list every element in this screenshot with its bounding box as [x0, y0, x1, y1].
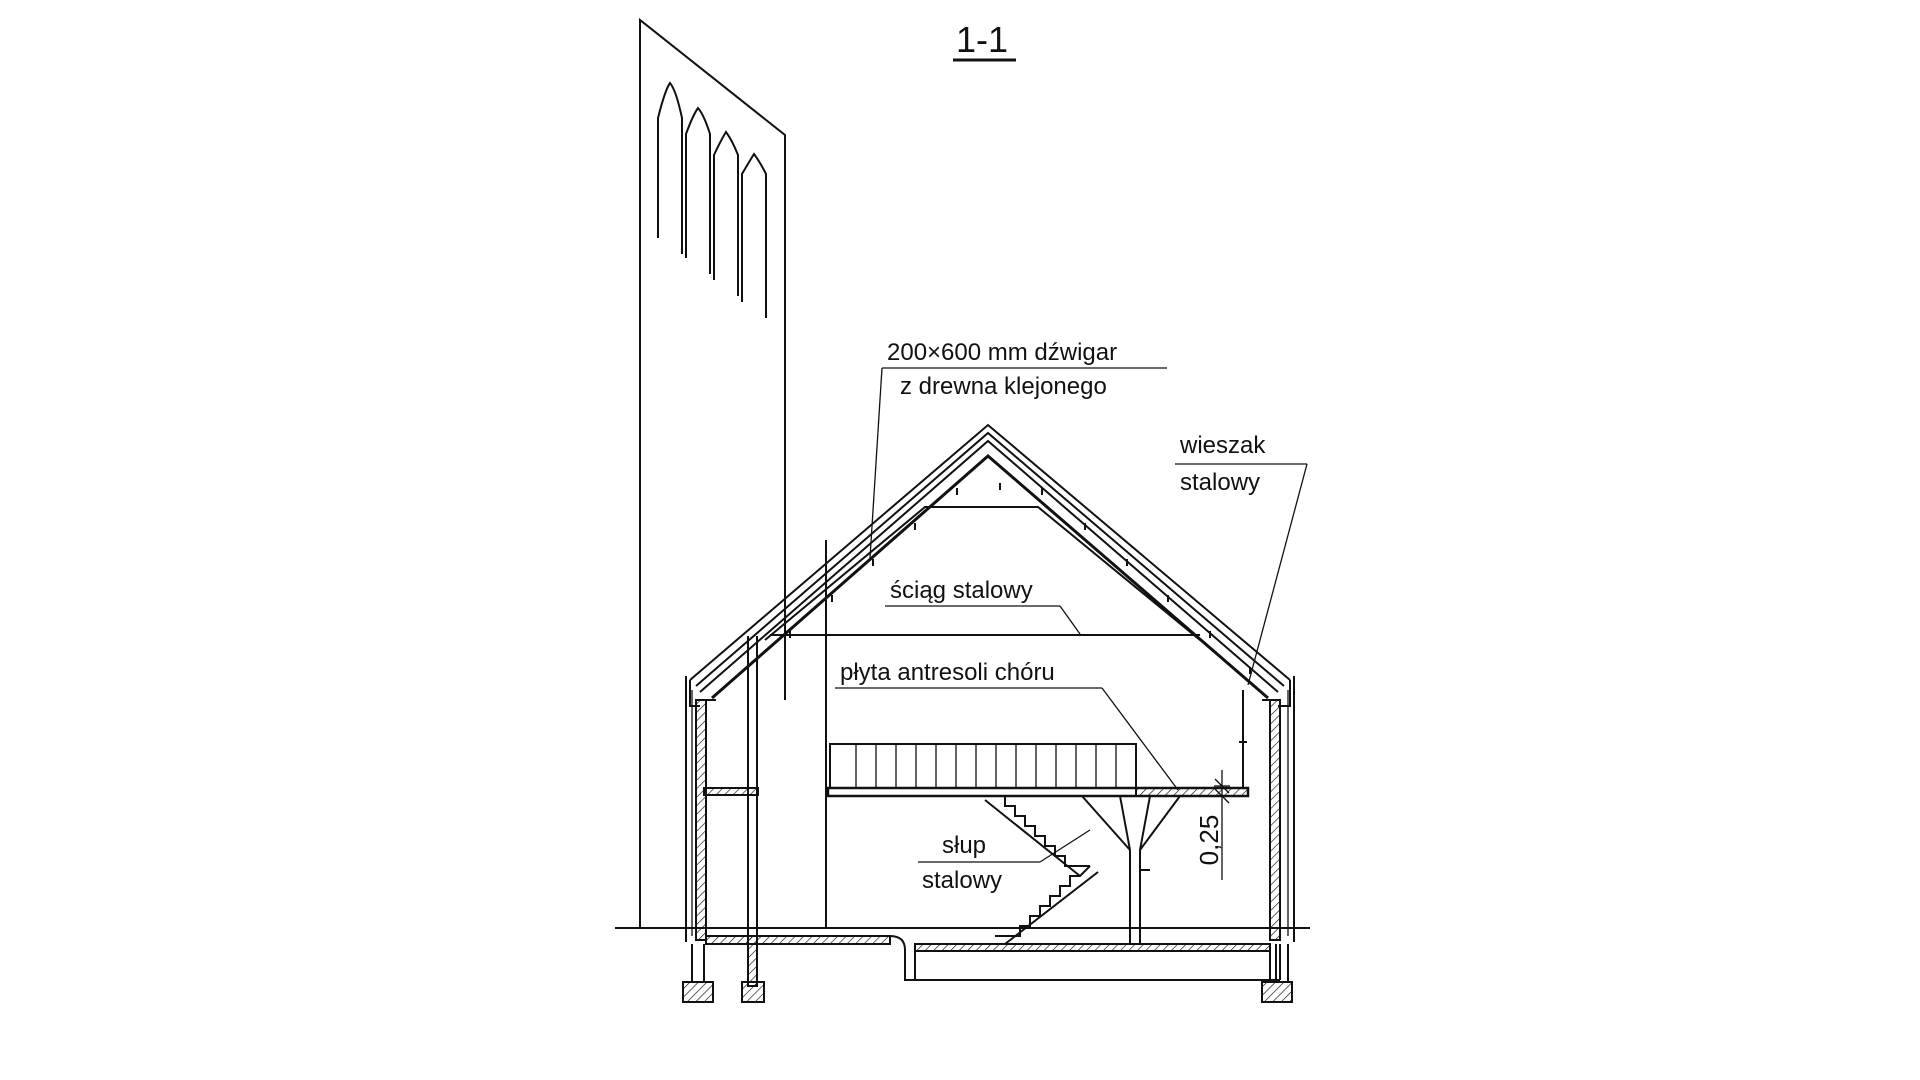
floor-and-foundation: [682, 935, 1293, 1003]
left-wall: [685, 676, 716, 942]
tie-callout: ściąg stalowy: [885, 577, 1081, 635]
beam-callout: 200×600 mm dźwigar z drewna klejonego: [869, 339, 1167, 559]
footing-column: [741, 981, 765, 1003]
slab-label: płyta antresoli chóru: [840, 659, 1055, 686]
hanger-label-line2: stalowy: [1180, 469, 1260, 496]
beam-label-line2: z drewna klejonego: [900, 373, 1107, 400]
column-label-line1: słup: [942, 832, 986, 859]
column-callout: słup stalowy: [918, 829, 1091, 894]
section-title: 1-1: [956, 19, 1008, 60]
slab-callout: płyta antresoli chóru: [835, 659, 1179, 791]
dimension-label: 0,25: [1194, 815, 1224, 866]
choir-gallery: [826, 743, 1250, 798]
steel-column: [1081, 795, 1181, 944]
right-wall: [1262, 676, 1295, 942]
dimension-callout: 0,25: [1194, 770, 1230, 880]
footing-left: [682, 981, 714, 1003]
gothic-window-3: [713, 130, 739, 296]
column-label-line2: stalowy: [922, 867, 1002, 894]
gothic-window-4: [741, 152, 767, 318]
interior-column: [747, 636, 758, 987]
hanger-callout: wieszak stalowy: [1175, 432, 1308, 686]
beam-label-line1: 200×600 mm dźwigar: [887, 339, 1117, 366]
footing-right: [1261, 981, 1293, 1003]
staircase: [984, 795, 1099, 945]
hanger-label-line1: wieszak: [1179, 432, 1266, 459]
gothic-window-1: [657, 81, 683, 254]
left-floor-slab: [703, 787, 759, 796]
glulam-beam: [764, 506, 1201, 641]
bell-tower: [639, 17, 786, 928]
tie-label: ściąg stalowy: [890, 577, 1033, 604]
gothic-window-2: [685, 106, 711, 274]
